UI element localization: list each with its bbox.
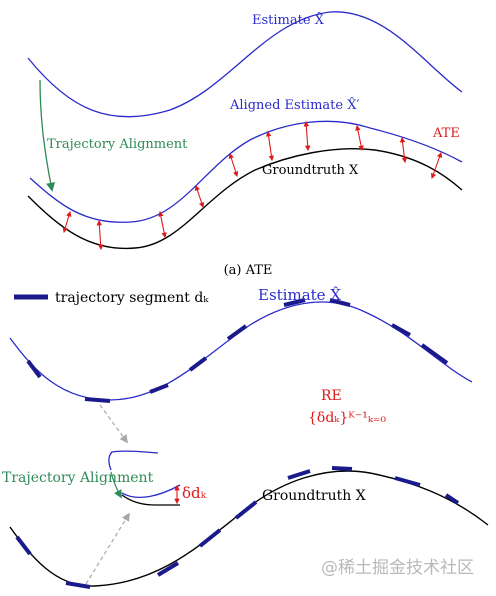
ate-arrow-5 (228, 152, 239, 178)
groundtruth-label-b: Groundtruth X (262, 488, 366, 504)
groundtruth-label-a: Groundtruth X (262, 163, 359, 178)
aligned-estimate-label: Aligned Estimate X̂′ (229, 97, 359, 113)
ate-error-arrows (62, 120, 443, 251)
trajectory-alignment-arrow-a (39, 79, 56, 192)
ate-arrow-8 (355, 124, 364, 152)
estimate-segments (26, 298, 449, 403)
legend-label: trajectory segment dₖ (55, 290, 209, 306)
groundtruth-segments (15, 466, 460, 589)
panel-b: trajectory segment dₖ Estimate X̂ RE {δd… (2, 286, 489, 589)
estimate-curve-b (9, 301, 473, 401)
segment-error-label: δdₖ (182, 484, 207, 502)
trajectory-alignment-label-a: Trajectory Alignment (47, 137, 188, 152)
segment-groundtruth (121, 494, 180, 506)
segment-estimate-original (108, 450, 159, 471)
groundtruth-segment (234, 500, 258, 520)
estimate-segment (149, 383, 169, 394)
groundtruth-curve-a (27, 148, 463, 250)
estimate-segment (283, 298, 306, 307)
groundtruth-segment (394, 476, 421, 487)
estimate-label-b: Estimate X̂ (258, 286, 341, 304)
ate-arrow-6 (265, 130, 275, 162)
groundtruth-segment (198, 528, 222, 548)
ate-arrow-1 (62, 210, 72, 234)
ate-arrow-3 (158, 210, 167, 239)
segment-estimate-aligned (121, 484, 181, 498)
groundtruth-segment (65, 581, 91, 589)
estimate-segment (329, 298, 351, 307)
estimate-segment (226, 324, 248, 341)
trajectory-alignment-arrow-b (110, 471, 122, 499)
dashed-arrow-down (99, 404, 128, 444)
estimate-segment (420, 343, 449, 365)
estimate-segment (188, 356, 208, 372)
groundtruth-segment (156, 561, 180, 577)
panel-a: Estimate X̂ Aligned Estimate X̂′ Groundt… (27, 11, 463, 278)
groundtruth-segment (444, 493, 460, 505)
ate-arrow-2 (96, 219, 104, 251)
ate-label: ATE (432, 126, 460, 141)
re-label: RE (321, 388, 342, 404)
estimate-curve-a (27, 11, 463, 118)
ate-arrow-4 (194, 184, 205, 209)
dashed-arrow-up (85, 512, 130, 585)
estimate-segment (84, 397, 111, 403)
estimate-label-a: Estimate X̂ (252, 12, 325, 28)
estimate-segment (391, 323, 411, 337)
aligned-estimate-curve (29, 120, 463, 223)
panel-a-caption: (a) ATE (224, 263, 273, 278)
groundtruth-segment (331, 466, 353, 471)
ate-arrow-9 (399, 136, 408, 164)
re-set-label: {δdₖ}ᴷ⁻¹ₖ₌₀ (308, 410, 386, 426)
estimate-segment (26, 359, 42, 379)
watermark: @稀土掘金技术社区 (321, 558, 474, 578)
trajectory-alignment-label-b: Trajectory Alignment (2, 470, 154, 486)
groundtruth-segment (287, 469, 311, 480)
ate-arrow-10 (430, 151, 443, 180)
ate-arrow-7 (303, 120, 311, 152)
groundtruth-segment (15, 535, 32, 556)
